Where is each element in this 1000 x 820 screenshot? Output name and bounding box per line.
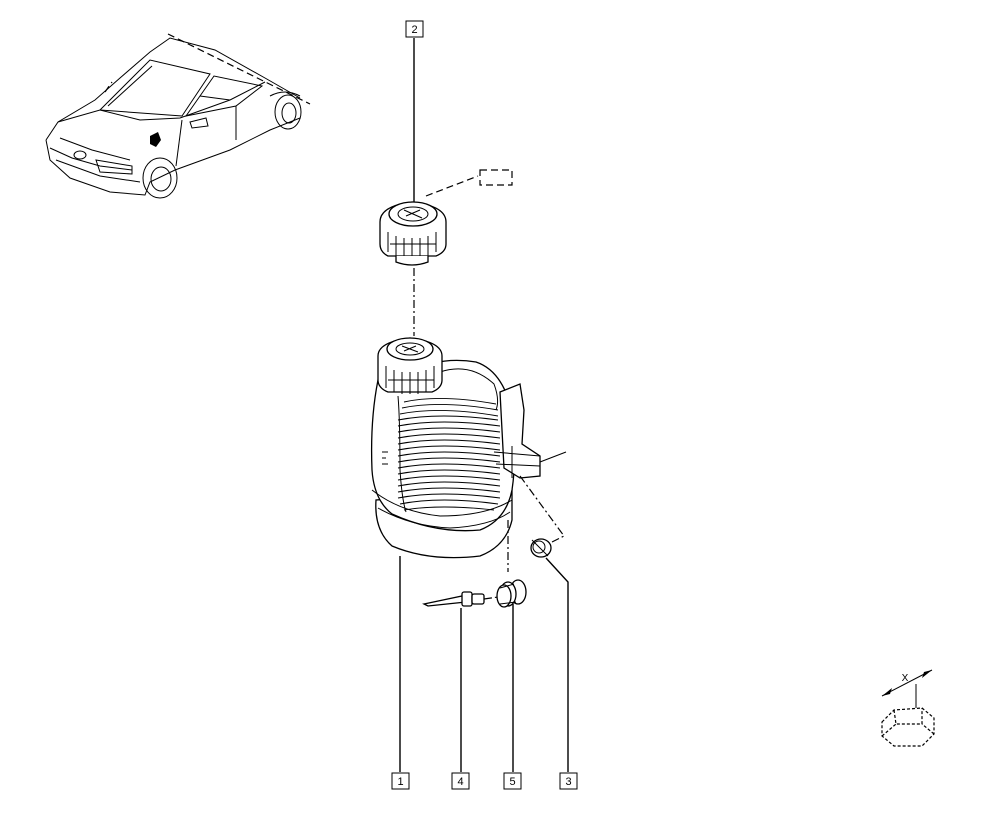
svg-text:2: 2 <box>411 24 417 36</box>
location-mark-icon <box>150 132 161 147</box>
callout-3: 3 <box>559 772 578 790</box>
grommet-part <box>496 579 527 608</box>
callout-1: 1 <box>391 772 410 790</box>
callout-4: 4 <box>451 772 470 790</box>
plug-part <box>530 538 552 558</box>
outlet-axis-line-3 <box>519 475 565 543</box>
callout-2: 2 <box>405 20 424 38</box>
svg-text:4: 4 <box>457 776 463 788</box>
svg-text:3: 3 <box>565 776 571 788</box>
expansion-reservoir-part <box>370 337 567 559</box>
torque-label: X <box>902 673 909 684</box>
callout-5: 5 <box>503 772 522 790</box>
svg-text:5: 5 <box>509 776 515 788</box>
svg-text:1: 1 <box>397 776 403 788</box>
sensor-pin-part <box>422 591 499 607</box>
leader-line-3 <box>545 557 569 772</box>
vehicle-locator-illustration <box>45 33 311 199</box>
filler-cap-part <box>379 201 447 266</box>
torque-nut-symbol: X <box>881 669 935 747</box>
reference-link <box>425 169 513 197</box>
